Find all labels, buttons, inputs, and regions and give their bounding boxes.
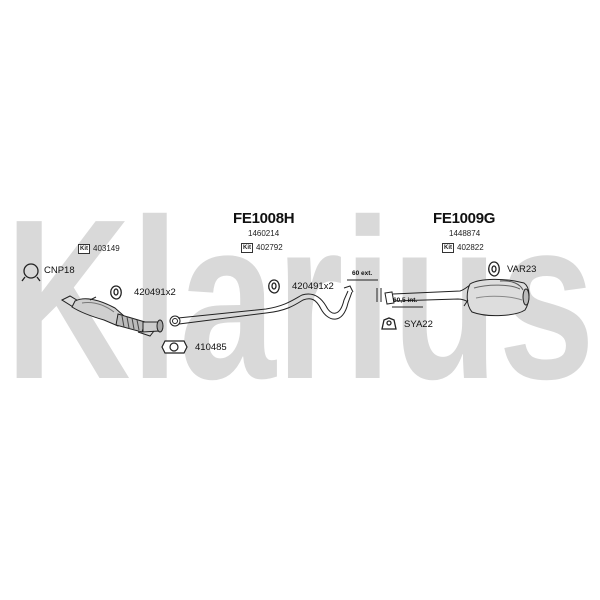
- kit-tag: Kit: [78, 244, 90, 254]
- clamp-ring-icon: [21, 263, 41, 282]
- rear-silencer: [384, 278, 530, 317]
- gasket-icon: [110, 285, 122, 300]
- part-label: SYA22: [404, 319, 433, 330]
- part-label: 410485: [195, 342, 227, 353]
- kit-tag: Kit: [241, 243, 253, 253]
- group-part-number: 1460214: [248, 229, 280, 238]
- part-label: CNP18: [44, 265, 75, 276]
- intermediate-pipe: [169, 285, 354, 327]
- dimension-label: 60 ext.: [352, 270, 373, 277]
- gasket-icon: [268, 279, 280, 294]
- part-label: 420491x2: [292, 281, 334, 292]
- part-label: VAR23: [507, 264, 537, 275]
- kit-tag: Kit: [442, 243, 454, 253]
- hanger-bracket-icon: [381, 317, 397, 330]
- kit-number: 403149: [93, 244, 120, 253]
- rubber-mount-icon: [488, 261, 500, 277]
- kit-number: 402792: [256, 243, 283, 252]
- flange-gasket-icon: [161, 340, 188, 354]
- dimension-markers: [347, 279, 423, 308]
- kit-number: 402822: [457, 243, 484, 252]
- dimension-label: 60,5 int.: [393, 297, 418, 304]
- group-part-number: 1448874: [449, 229, 481, 238]
- catalytic-converter-pipe: [60, 295, 164, 337]
- part-label: 420491x2: [134, 287, 176, 298]
- group-code: FE1009G: [433, 210, 496, 227]
- group-code: FE1008H: [233, 210, 295, 227]
